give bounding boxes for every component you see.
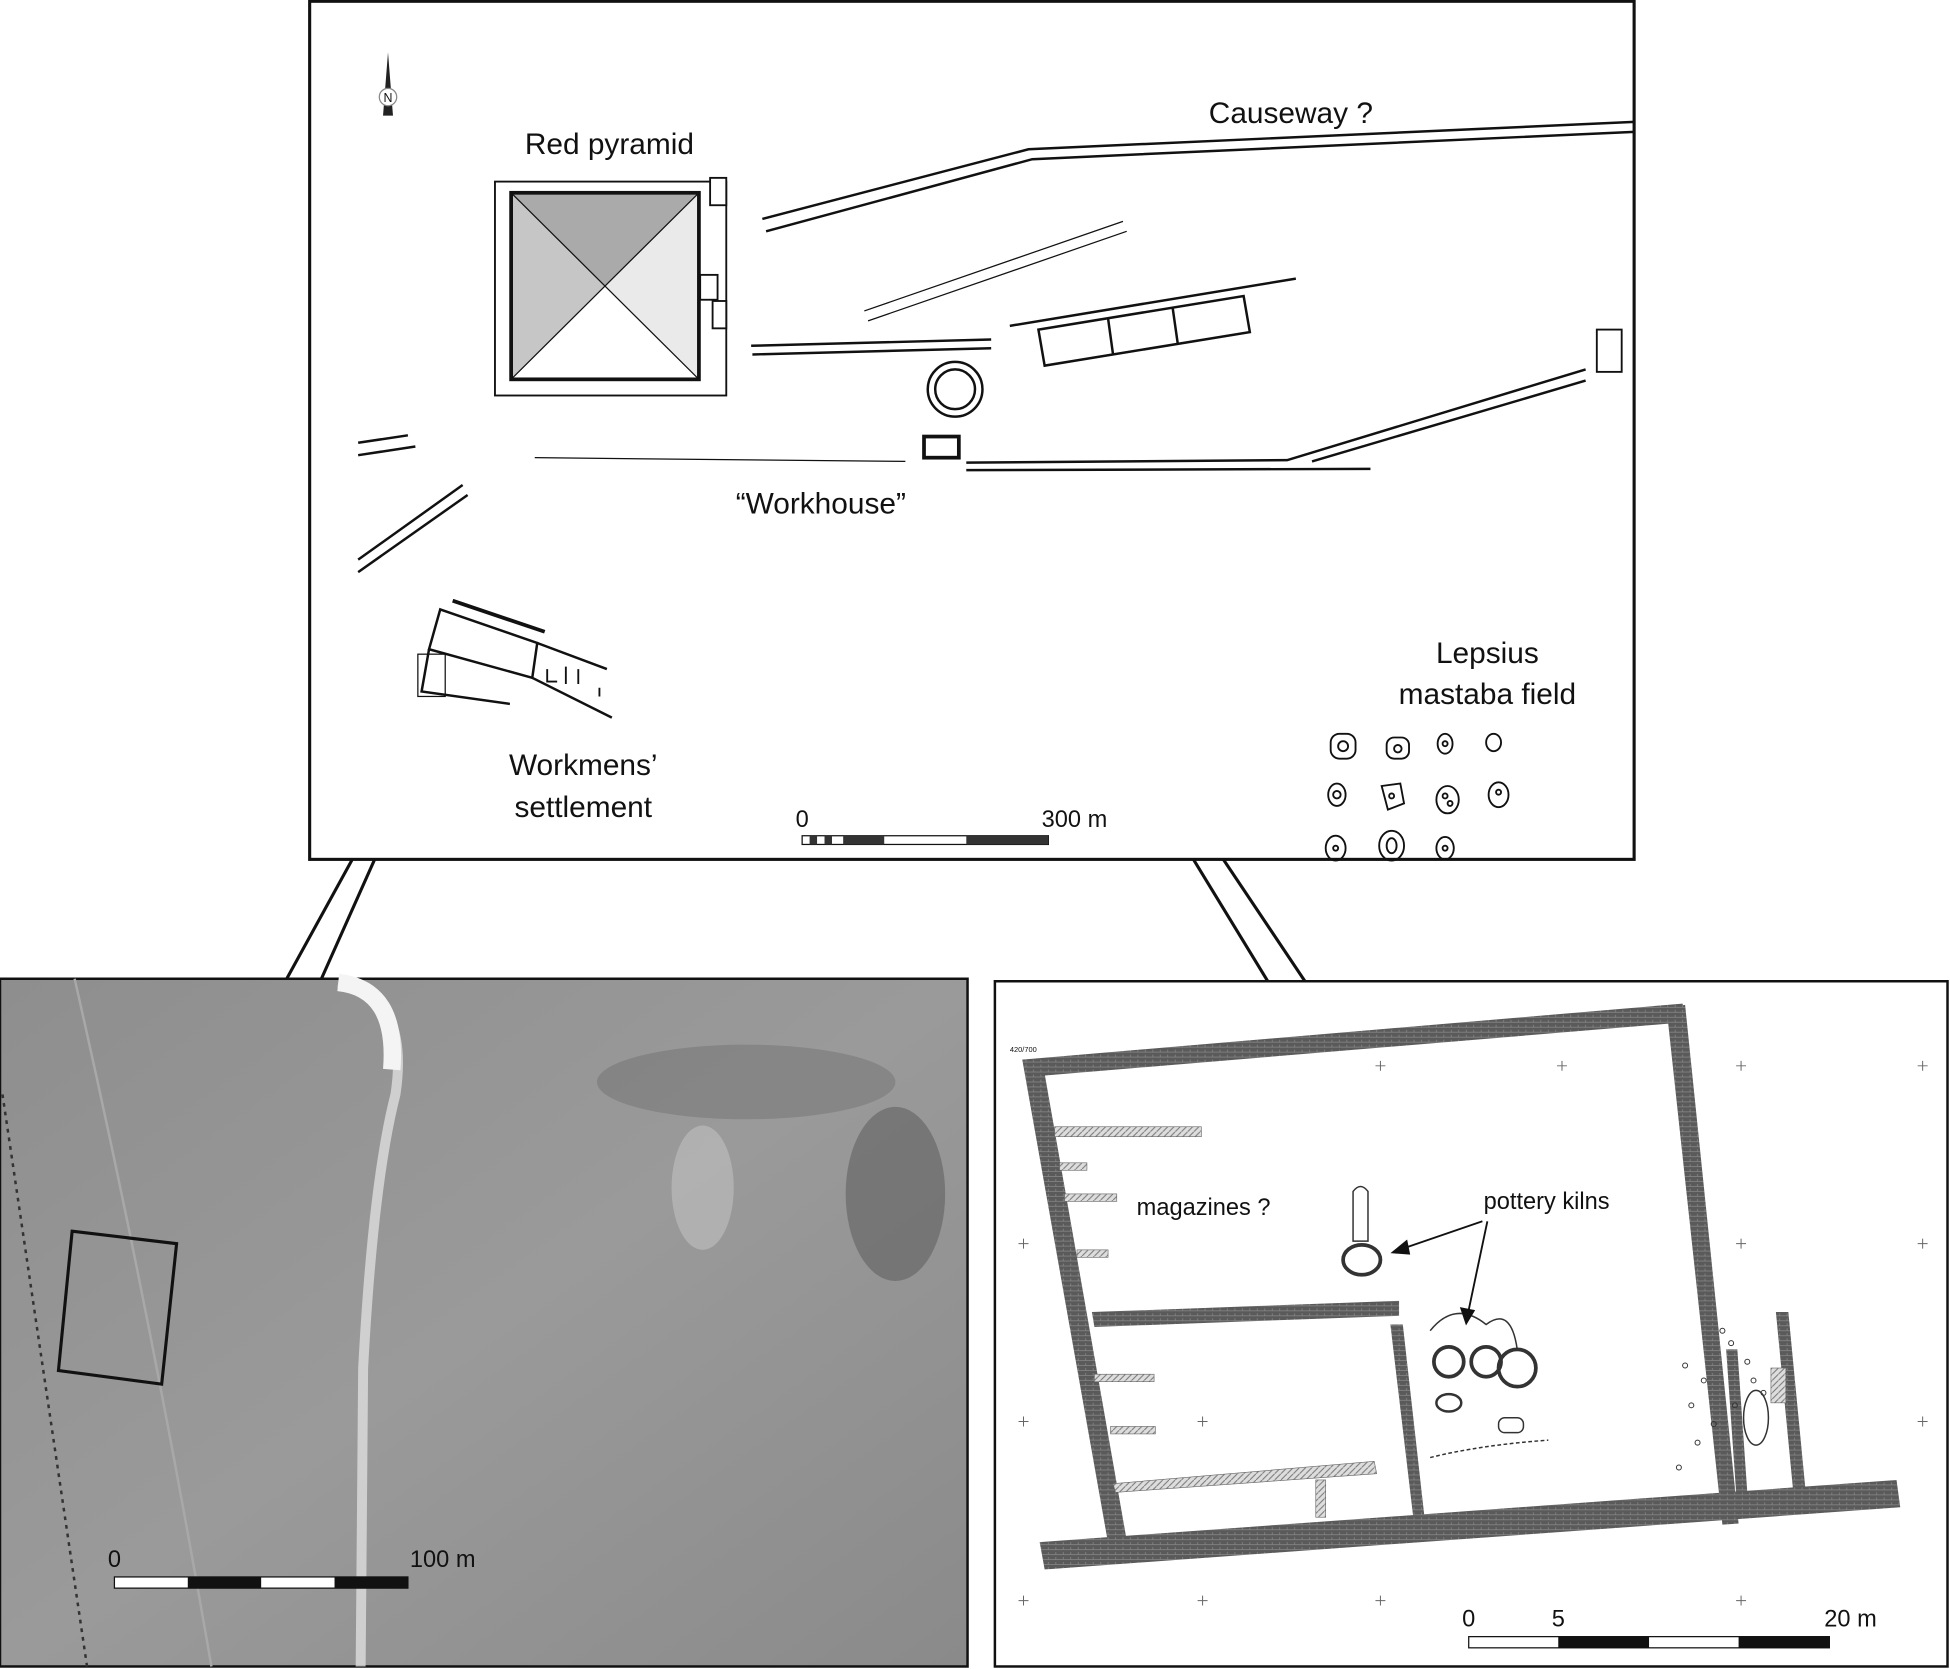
workmens-settlement	[417, 598, 613, 719]
north-arrow-icon: N	[378, 52, 398, 116]
magazine-walls	[1054, 1126, 1787, 1518]
label-magazines: magazines ?	[1137, 1195, 1271, 1221]
kiln-arrows	[1390, 1220, 1489, 1326]
svg-text:N: N	[384, 91, 393, 105]
label-causeway: Causeway ?	[1209, 97, 1373, 130]
site-plan: 420/700	[993, 980, 1949, 1668]
label-pottery-kilns: pottery kilns	[1484, 1189, 1610, 1215]
pottery-kilns	[1341, 1185, 1770, 1471]
grid-reference: 420/700	[1010, 1045, 1037, 1054]
grid-crosses	[1018, 1060, 1928, 1606]
svg-text:0: 0	[1462, 1607, 1475, 1633]
map-lines	[357, 120, 1635, 574]
label-workmens-settlement-2: settlement	[514, 791, 652, 824]
svg-text:20 m: 20 m	[1824, 1607, 1876, 1633]
svg-text:100 m: 100 m	[410, 1547, 476, 1573]
enclosure-walls	[1022, 1003, 1901, 1570]
mastabas	[1324, 732, 1510, 862]
svg-text:0: 0	[796, 807, 809, 833]
svg-text:300 m: 300 m	[1042, 807, 1108, 833]
label-lepsius-1: Lepsius	[1436, 637, 1539, 670]
svg-text:5: 5	[1552, 1607, 1565, 1633]
label-lepsius-2: mastaba field	[1399, 678, 1576, 711]
label-workhouse: “Workhouse”	[736, 488, 906, 521]
svg-text:0: 0	[108, 1547, 121, 1573]
red-pyramid	[494, 176, 728, 397]
aerial-photo: 0 100 m	[0, 973, 969, 1668]
label-red-pyramid: Red pyramid	[525, 128, 694, 161]
photo-scale-bar: 0 100 m	[108, 1547, 476, 1589]
settlement-outline	[56, 1229, 179, 1386]
overview-map: N Red pyramid	[308, 0, 1636, 862]
overview-scale-bar: 0 300 m	[796, 807, 1108, 846]
label-workmens-settlement-1: Workmens’	[509, 749, 658, 782]
plan-scale-bar: 0 5 20 m	[1462, 1607, 1877, 1649]
